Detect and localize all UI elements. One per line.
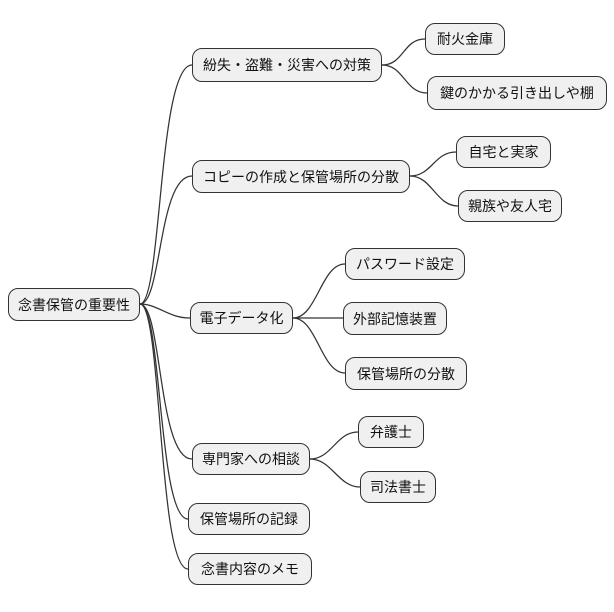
edge-branch1-child1 xyxy=(381,38,426,66)
mindmap-node-storage-record: 保管場所の記録 xyxy=(188,503,310,535)
mindmap-node-password-setting: パスワード設定 xyxy=(345,248,465,280)
mindmap-node-locked-drawer: 鍵のかかる引き出しや棚 xyxy=(427,76,607,110)
mindmap-node-storage-distribution: 保管場所の分散 xyxy=(345,357,467,390)
edge-root-branch-1 xyxy=(139,64,193,305)
edge-branch4-child1 xyxy=(309,431,359,460)
edge-branch2-child1 xyxy=(409,151,457,177)
edge-root-branch-5 xyxy=(139,303,189,520)
mindmap-node-consult-experts: 専門家への相談 xyxy=(192,443,310,475)
mindmap-node-lawyer: 弁護士 xyxy=(358,416,424,448)
mindmap-node-external-storage: 外部記憶装置 xyxy=(343,302,447,335)
mindmap-node-root: 念書保管の重要性 xyxy=(8,288,140,321)
edge-branch1-child2 xyxy=(381,64,428,94)
mindmap-node-digitization: 電子データ化 xyxy=(190,302,293,334)
mindmap-node-countermeasures: 紛失・盗難・災害への対策 xyxy=(192,48,382,82)
edge-root-branch-4 xyxy=(139,303,193,460)
mindmap-node-fireproof-safe: 耐火金庫 xyxy=(425,23,505,55)
edge-branch2-child2 xyxy=(409,175,459,207)
mindmap-node-home-parents-home: 自宅と実家 xyxy=(456,136,551,168)
edge-branch3-child3 xyxy=(292,317,346,374)
mindmap-node-contents-memo: 念書内容のメモ xyxy=(188,553,312,585)
mindmap-node-relatives-friends: 親族や友人宅 xyxy=(458,190,562,222)
edge-branch4-child2 xyxy=(309,458,361,488)
mindmap-node-judicial-scrivener: 司法書士 xyxy=(360,471,436,503)
edge-root-branch-2 xyxy=(139,175,193,305)
edge-root-branch-6 xyxy=(139,303,189,570)
mindmap-node-copies-distribution: コピーの作成と保管場所の分散 xyxy=(192,160,410,193)
edge-root-branch-3 xyxy=(139,303,191,319)
edge-branch3-child1 xyxy=(292,263,346,319)
